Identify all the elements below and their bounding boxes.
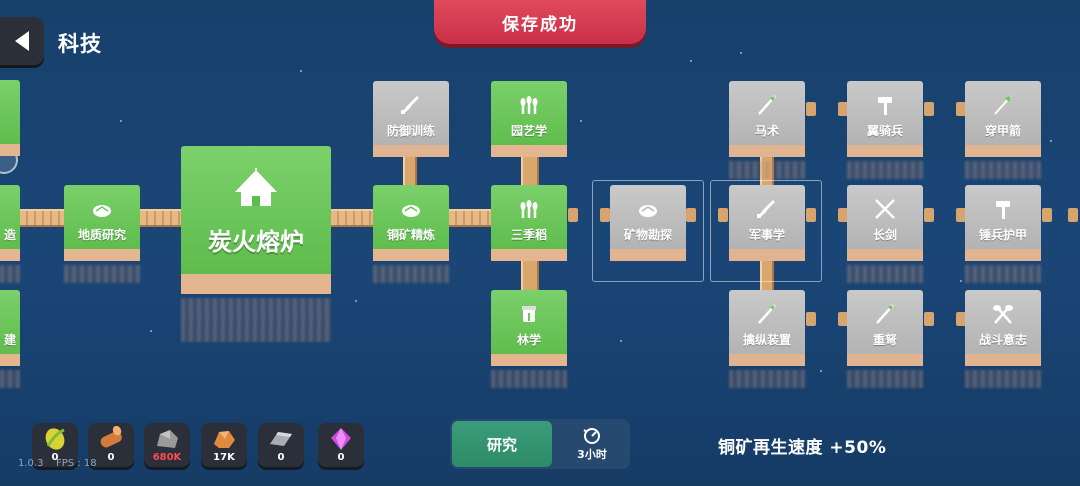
research-timer-button[interactable]: 3小时 — [556, 421, 628, 467]
bonus-text: 铜矿再生速度 +50% — [718, 438, 887, 458]
hammer-icon — [996, 201, 1010, 219]
wheat-icon — [520, 96, 538, 114]
sword-icon — [757, 200, 775, 218]
tech-node-mineral-prospecting[interactable]: 矿物勘探 — [610, 185, 686, 261]
bucket-icon — [522, 306, 536, 322]
hut-icon — [235, 168, 277, 206]
spear-icon — [758, 304, 776, 324]
resource-wood[interactable]: 0 — [88, 423, 134, 467]
crossed-swords-icon — [875, 199, 895, 219]
speed-gauge-icon — [583, 428, 600, 444]
resource-iron[interactable]: 0 — [258, 423, 304, 467]
tech-node-partial-bottom[interactable]: 建 — [0, 290, 20, 388]
arrow-icon — [994, 95, 1012, 115]
ore-icon — [93, 205, 111, 217]
available-outline — [710, 180, 822, 282]
tech-node-siege-device[interactable]: 擒纵装置 — [729, 290, 805, 388]
tech-node-hammer-armor[interactable]: 锤兵护甲 — [965, 185, 1041, 283]
resource-food[interactable]: 0 — [32, 423, 78, 467]
hammer-icon — [878, 97, 892, 115]
connector-stub — [924, 208, 934, 222]
resource-gem[interactable]: 0 — [318, 423, 364, 467]
tech-node-riding[interactable]: 马术 — [729, 81, 805, 179]
tech-node-military-science[interactable]: 军事学 — [729, 185, 805, 261]
connector-bridge — [140, 209, 182, 227]
connector-stub — [1042, 208, 1052, 222]
tech-node-defense-training[interactable]: 防御训练 — [373, 81, 449, 157]
stone-icon — [157, 430, 178, 448]
connector-bridge — [331, 209, 373, 227]
connector-stub — [806, 102, 816, 116]
connector-stub — [806, 312, 816, 326]
back-button[interactable] — [0, 17, 44, 65]
tech-node-charcoal-furnace[interactable]: 炭火熔炉 — [181, 146, 331, 342]
connector-bridge — [449, 209, 491, 227]
connector-stub — [838, 312, 848, 326]
connector-stub — [956, 102, 966, 116]
sword-icon — [401, 96, 419, 114]
tech-node-battle-will[interactable]: 战斗意志 — [965, 290, 1041, 388]
page-title: 科技 — [58, 32, 102, 56]
ore-icon — [639, 205, 657, 217]
connector-stub — [956, 312, 966, 326]
connector-stub — [718, 208, 728, 222]
version-label: 1.0.3 — [18, 458, 44, 469]
tech-node-horticulture[interactable]: 园艺学 — [491, 81, 567, 157]
tech-node-partial-mid[interactable]: 造 — [0, 185, 20, 283]
connector-stub — [956, 208, 966, 222]
connector-bridge-vertical — [760, 255, 774, 293]
connector-stub — [838, 102, 848, 116]
tech-node-heavy-crossbow[interactable]: 重弩 — [847, 290, 923, 388]
spear-icon — [876, 304, 894, 324]
wheat-icon — [520, 200, 538, 218]
tech-node-copper-refining[interactable]: 铜矿精炼 — [373, 185, 449, 283]
connector-bridge — [20, 209, 64, 227]
spear-icon — [758, 95, 776, 115]
save-success-banner: 保存成功 — [434, 0, 646, 44]
tech-node-geology[interactable]: 地质研究 — [64, 185, 140, 283]
connector-stub — [806, 208, 816, 222]
connector-stub — [838, 208, 848, 222]
ore-icon — [402, 205, 420, 217]
back-arrow-icon — [15, 31, 29, 51]
connector-stub — [1068, 208, 1078, 222]
resource-stone[interactable]: 680K — [144, 423, 190, 467]
connector-stub — [686, 208, 696, 222]
tech-node-longsword[interactable]: 长剑 — [847, 185, 923, 283]
tech-node-winged-cavalry[interactable]: 翼骑兵 — [847, 81, 923, 179]
research-tab[interactable]: 研究 — [452, 421, 552, 467]
food-icon — [45, 428, 65, 450]
wood-icon — [100, 426, 122, 448]
tech-node-forestry[interactable]: 林学 — [491, 290, 567, 388]
fps-counter: FPS : 18 — [56, 458, 97, 469]
connector-stub — [568, 208, 578, 222]
connector-stub — [924, 102, 934, 116]
gem-icon — [331, 428, 351, 450]
crossed-axes-icon — [993, 305, 1013, 324]
iron-icon — [270, 432, 292, 446]
resource-copper[interactable]: 17K — [201, 423, 247, 467]
copper-icon — [214, 431, 235, 448]
tech-node-armor-piercing-arrow[interactable]: 穿甲箭 — [965, 81, 1041, 179]
tech-node-three-season-rice[interactable]: 三季稻 — [491, 185, 567, 261]
connector-stub — [924, 312, 934, 326]
tech-node-partial-top[interactable] — [0, 80, 20, 156]
connector-stub — [600, 208, 610, 222]
available-outline — [592, 180, 704, 282]
